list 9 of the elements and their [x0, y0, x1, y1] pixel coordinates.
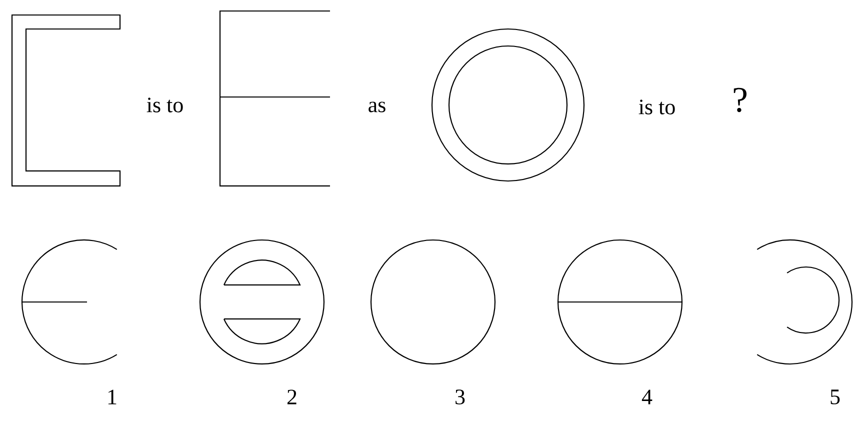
question-mark: ?: [734, 88, 746, 112]
connecting-word: is to: [146, 98, 183, 112]
connecting-word: as: [368, 102, 386, 112]
option-number: 4: [642, 390, 652, 404]
connecting-word: is to: [638, 100, 675, 114]
option-number: 2: [287, 390, 296, 404]
option-number: 5: [830, 390, 840, 404]
option-number: 1: [108, 390, 116, 404]
option-number: 3: [456, 390, 465, 404]
